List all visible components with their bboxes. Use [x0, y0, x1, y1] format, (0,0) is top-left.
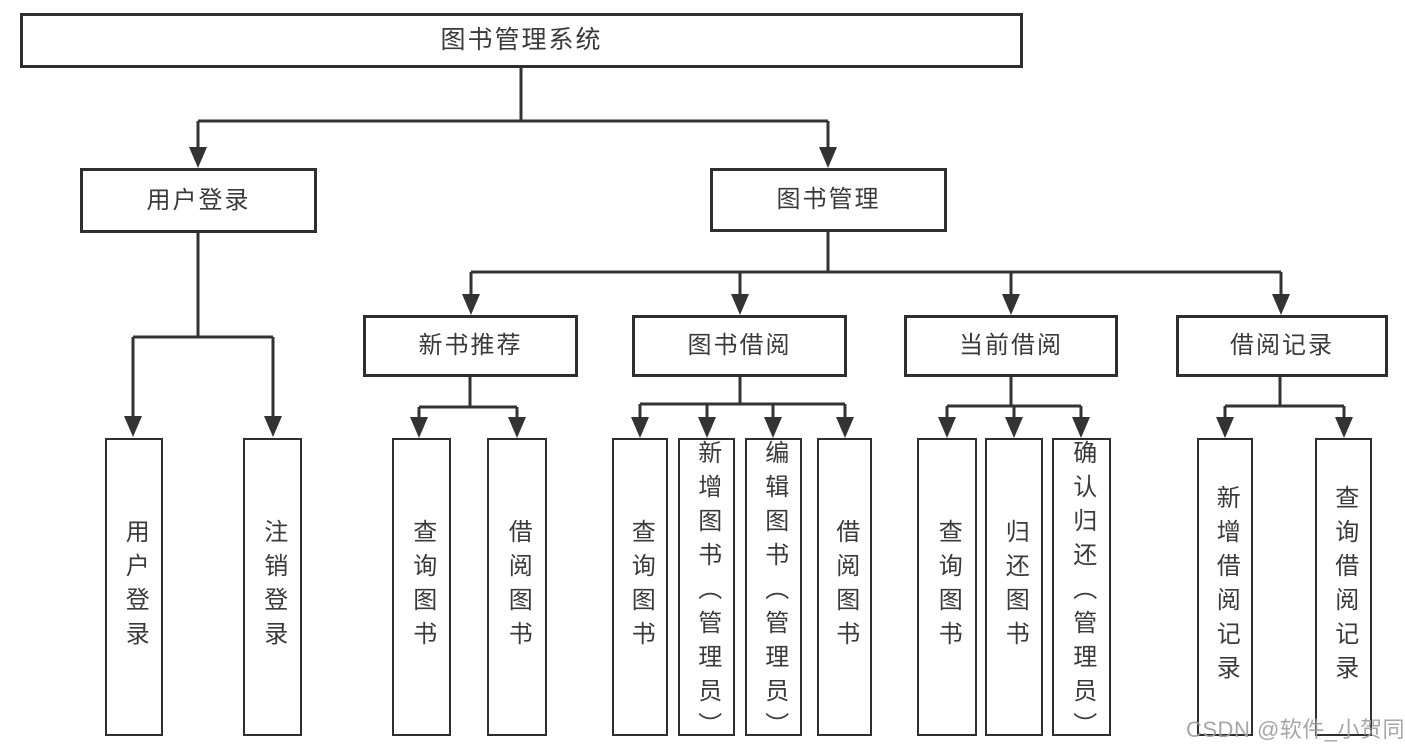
node-label: 当前借阅	[959, 332, 1063, 359]
node-borrowing-records: 借阅记录	[1176, 315, 1388, 377]
node-new-book-recommend: 新书推荐	[363, 315, 578, 377]
node-label: 图书管理	[776, 186, 881, 213]
node-label: 新增图书（管理员）	[693, 440, 721, 746]
node-label: 用户登录	[121, 519, 149, 655]
node-leaf-add-books-admin: 新增图书（管理员）	[678, 438, 735, 746]
node-leaf-query-borrow-record: 查询借阅记录	[1315, 438, 1372, 736]
node-leaf-borrow-books-1: 借阅图书	[487, 438, 547, 736]
watermark: CSDN @软件_小贺同学	[1186, 717, 1405, 742]
node-book-borrowing: 图书借阅	[632, 315, 847, 377]
node-label: 编辑图书（管理员）	[760, 440, 788, 746]
node-label: 注销登录	[259, 519, 287, 655]
node-label: 查询图书	[627, 519, 655, 655]
node-book-management: 图书管理	[710, 168, 947, 232]
node-leaf-query-books-1: 查询图书	[392, 438, 451, 736]
node-root-system: 图书管理系统	[20, 13, 1023, 68]
node-label: 图书管理系统	[440, 26, 603, 54]
arrowhead-icons	[124, 147, 1353, 438]
node-leaf-confirm-return-admin: 确认归还（管理员）	[1052, 438, 1111, 746]
node-leaf-user-login: 用户登录	[105, 438, 163, 736]
node-label: 查询图书	[934, 519, 962, 655]
node-leaf-edit-books-admin: 编辑图书（管理员）	[745, 438, 802, 746]
node-label: 借阅图书	[504, 519, 532, 655]
node-label: 查询借阅记录	[1330, 485, 1358, 689]
node-user-login: 用户登录	[80, 168, 317, 233]
node-current-borrowing: 当前借阅	[904, 315, 1118, 377]
node-label: 图书借阅	[687, 332, 792, 359]
node-leaf-add-borrow-record: 新增借阅记录	[1197, 438, 1253, 736]
node-leaf-return-books: 归还图书	[985, 438, 1043, 736]
node-label: 借阅图书	[831, 519, 859, 655]
node-label: 用户登录	[146, 186, 251, 214]
node-leaf-query-books-2: 查询图书	[612, 438, 668, 736]
node-leaf-query-books-3: 查询图书	[917, 438, 977, 736]
node-label: 新书推荐	[418, 332, 523, 359]
node-leaf-borrow-books-2: 借阅图书	[817, 438, 872, 736]
node-label: 借阅记录	[1230, 332, 1334, 359]
node-label: 归还图书	[1001, 519, 1029, 655]
node-leaf-logout: 注销登录	[243, 438, 302, 736]
node-label: 确认归还（管理员）	[1068, 440, 1096, 746]
node-label: 新增借阅记录	[1212, 485, 1240, 689]
node-label: 查询图书	[408, 519, 436, 655]
